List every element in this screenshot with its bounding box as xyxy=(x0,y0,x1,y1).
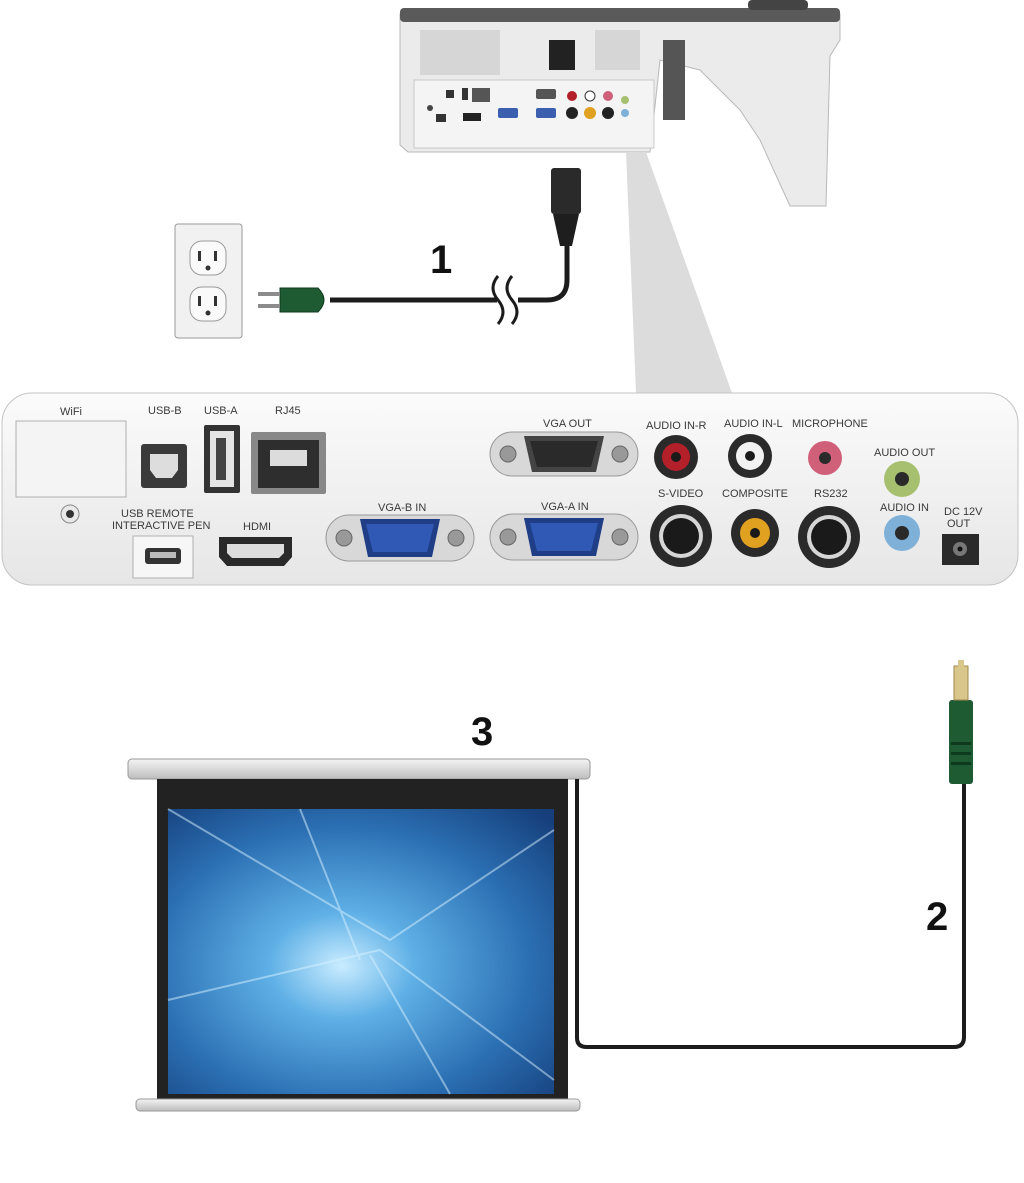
usb-remote-port xyxy=(132,535,194,579)
microphone-label: MICROPHONE xyxy=(792,418,868,430)
usb-remote-label-line2: INTERACTIVE PEN xyxy=(112,520,210,532)
audio-in-jack xyxy=(884,515,920,551)
vga-out-port xyxy=(489,431,639,477)
s-video-label: S-VIDEO xyxy=(658,488,704,500)
dc-out-label-line1: DC 12V xyxy=(944,506,983,518)
vga-out-label: VGA OUT xyxy=(543,418,592,430)
audio-in-r-label: AUDIO IN-R xyxy=(646,420,707,432)
callout-1: 1 xyxy=(430,238,452,282)
audio-in-r-jack xyxy=(654,435,698,479)
io-panel: WiFi USB-B USB-A RJ45 USB REMOTE INTERAC… xyxy=(1,392,1019,586)
audio-in-l-jack xyxy=(728,434,772,478)
wifi-label: WiFi xyxy=(60,406,82,418)
audio-out-jack xyxy=(884,461,920,497)
rj45-label: RJ45 xyxy=(275,405,301,417)
vga-b-in-port xyxy=(325,514,475,562)
projector xyxy=(399,0,841,207)
wall-outlet xyxy=(174,223,243,339)
vga-b-in-label: VGA-B IN xyxy=(378,502,426,514)
dc-out-label-line2: OUT xyxy=(947,518,971,530)
wifi-module xyxy=(15,420,127,498)
usb-remote-label-line1: USB REMOTE xyxy=(121,508,194,520)
callout-2: 2 xyxy=(926,895,948,939)
zoom-wedge xyxy=(626,152,732,393)
audio-in-label: AUDIO IN xyxy=(880,502,929,514)
s-video-jack xyxy=(650,505,712,567)
dc-cable xyxy=(575,660,973,1049)
composite-jack xyxy=(731,509,779,557)
projection-screen xyxy=(127,758,591,1112)
rs232-label: RS232 xyxy=(814,488,848,500)
rj45-port xyxy=(251,432,326,494)
vga-a-in-port xyxy=(489,513,639,561)
rs232-jack xyxy=(798,506,860,568)
audio-out-label: AUDIO OUT xyxy=(874,447,935,459)
callout-3: 3 xyxy=(471,710,493,754)
dc-out-port xyxy=(942,534,979,565)
usb-b-port xyxy=(141,444,187,488)
usb-a-label: USB-A xyxy=(204,405,238,417)
usb-a-port xyxy=(204,425,240,493)
vga-a-in-label: VGA-A IN xyxy=(541,501,589,513)
usb-b-label: USB-B xyxy=(148,405,182,417)
power-cable xyxy=(258,168,581,325)
hdmi-label: HDMI xyxy=(243,521,271,533)
hdmi-port xyxy=(219,537,292,566)
microphone-jack xyxy=(808,441,842,475)
composite-label: COMPOSITE xyxy=(722,488,788,500)
audio-in-l-label: AUDIO IN-L xyxy=(724,418,783,430)
